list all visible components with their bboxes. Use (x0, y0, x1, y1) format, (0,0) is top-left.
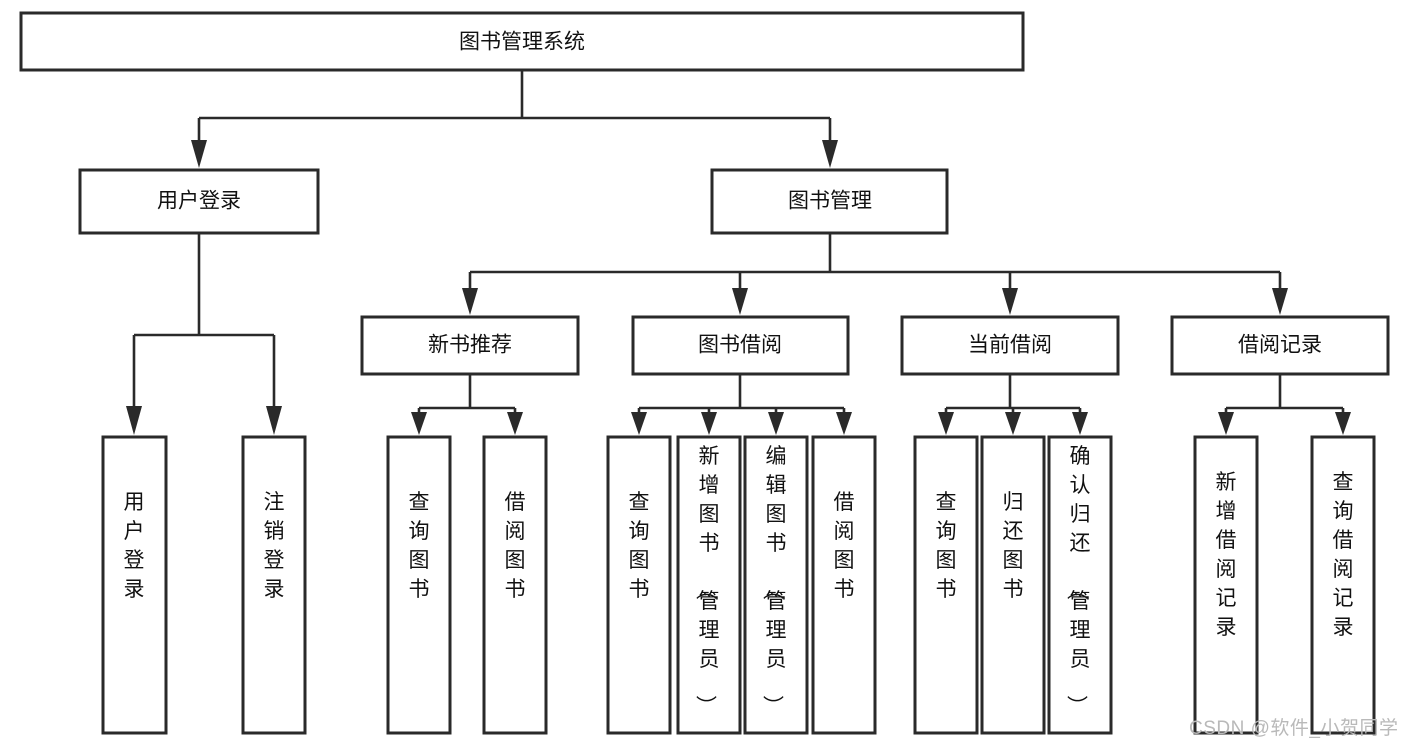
node-box-leaf-borrow-book-a[interactable] (482, 435, 548, 735)
node-box-leaf-borrow-book-b[interactable] (811, 435, 877, 735)
node-leaf-edit-book[interactable]: 编辑图书（管理员） (743, 435, 809, 735)
node-box-leaf-return-book[interactable] (980, 435, 1046, 735)
arrow-head-icon (1272, 288, 1288, 315)
node-label-leaf-edit-book: 编辑图书（管理员） (761, 445, 787, 716)
node-leaf-borrow-book-b[interactable]: 借阅图书 (811, 435, 877, 735)
arrow-head-icon (411, 412, 427, 435)
node-label-leaf-query-record: 查询借阅记录 (1333, 471, 1354, 639)
node-root[interactable]: 图书管理系统 (19, 11, 1025, 72)
node-label-user-login: 用户登录 (157, 190, 241, 213)
node-box-leaf-query-book-a[interactable] (386, 435, 452, 735)
node-box-leaf-query-book-c[interactable] (913, 435, 979, 735)
node-label-leaf-query-book-a: 查询图书 (409, 491, 430, 601)
node-label-leaf-borrow-book-a: 借阅图书 (505, 491, 526, 601)
arrow-head-icon (126, 406, 142, 435)
node-label-borrow-record: 借阅记录 (1238, 334, 1322, 357)
arrow-head-icon (631, 412, 647, 435)
node-box-leaf-query-record[interactable] (1310, 435, 1376, 735)
arrow-head-icon (1072, 412, 1088, 435)
node-box-new-book-rec[interactable] (360, 315, 580, 376)
node-box-leaf-add-book[interactable] (676, 435, 742, 735)
node-label-book-borrow: 图书借阅 (698, 334, 782, 357)
node-box-borrow-record[interactable] (1170, 315, 1390, 376)
node-book-manage[interactable]: 图书管理 (710, 168, 949, 235)
node-box-root[interactable] (19, 11, 1025, 72)
node-leaf-query-book-c[interactable]: 查询图书 (913, 435, 979, 735)
node-borrow-record[interactable]: 借阅记录 (1170, 315, 1390, 376)
node-label-current-borrow: 当前借阅 (968, 334, 1052, 357)
node-leaf-add-book[interactable]: 新增图书（管理员） (676, 435, 742, 735)
arrow-head-icon (1335, 412, 1351, 435)
node-box-book-borrow[interactable] (631, 315, 850, 376)
node-book-borrow[interactable]: 图书借阅 (631, 315, 850, 376)
node-current-borrow[interactable]: 当前借阅 (900, 315, 1120, 376)
arrow-head-icon (701, 412, 717, 435)
node-leaf-logout[interactable]: 注销登录 (241, 435, 307, 735)
arrow-head-icon (938, 412, 954, 435)
node-label-leaf-borrow-book-b: 借阅图书 (834, 491, 855, 601)
node-leaf-query-record[interactable]: 查询借阅记录 (1310, 435, 1376, 735)
node-leaf-return-book[interactable]: 归还图书 (980, 435, 1046, 735)
arrow-head-icon (507, 412, 523, 435)
node-label-leaf-confirm-return: 确认归还（管理员） (1065, 445, 1091, 716)
node-leaf-query-book-b[interactable]: 查询图书 (606, 435, 672, 735)
connector-layer (126, 70, 1351, 435)
node-box-current-borrow[interactable] (900, 315, 1120, 376)
node-label-leaf-add-record: 新增借阅记录 (1216, 471, 1237, 639)
node-label-leaf-return-book: 归还图书 (1003, 491, 1024, 601)
arrow-head-icon (1218, 412, 1234, 435)
node-label-leaf-query-book-b: 查询图书 (629, 491, 650, 601)
arrow-head-icon (191, 140, 207, 168)
node-box-leaf-add-record[interactable] (1193, 435, 1259, 735)
arrow-head-icon (822, 140, 838, 168)
arrow-head-icon (1002, 288, 1018, 315)
arrow-head-icon (768, 412, 784, 435)
node-label-new-book-rec: 新书推荐 (428, 334, 512, 357)
arrow-head-icon (836, 412, 852, 435)
arrow-head-icon (732, 288, 748, 315)
node-box-leaf-logout[interactable] (241, 435, 307, 735)
node-leaf-confirm-return[interactable]: 确认归还（管理员） (1047, 435, 1113, 735)
node-box-book-manage[interactable] (710, 168, 949, 235)
node-leaf-query-book-a[interactable]: 查询图书 (386, 435, 452, 735)
node-box-leaf-user-login[interactable] (101, 435, 168, 735)
arrow-head-icon (462, 288, 478, 315)
node-label-leaf-query-book-c: 查询图书 (936, 491, 957, 601)
node-label-leaf-add-book: 新增图书（管理员） (694, 445, 720, 716)
node-box-leaf-edit-book[interactable] (743, 435, 809, 735)
node-user-login[interactable]: 用户登录 (78, 168, 320, 235)
node-label-root: 图书管理系统 (459, 31, 585, 54)
node-leaf-user-login[interactable]: 用户登录 (101, 435, 168, 735)
node-box-leaf-query-book-b[interactable] (606, 435, 672, 735)
arrow-head-icon (266, 406, 282, 435)
csdn-watermark: CSDN @软件_小贺同学 (1189, 718, 1399, 739)
node-leaf-borrow-book-a[interactable]: 借阅图书 (482, 435, 548, 735)
node-leaf-add-record[interactable]: 新增借阅记录 (1193, 435, 1259, 735)
node-label-book-manage: 图书管理 (788, 190, 872, 213)
arrow-head-icon (1005, 412, 1021, 435)
node-new-book-rec[interactable]: 新书推荐 (360, 315, 580, 376)
node-label-leaf-logout: 注销登录 (264, 491, 285, 601)
node-label-leaf-user-login: 用户登录 (124, 491, 145, 601)
node-box-leaf-confirm-return[interactable] (1047, 435, 1113, 735)
node-box-user-login[interactable] (78, 168, 320, 235)
